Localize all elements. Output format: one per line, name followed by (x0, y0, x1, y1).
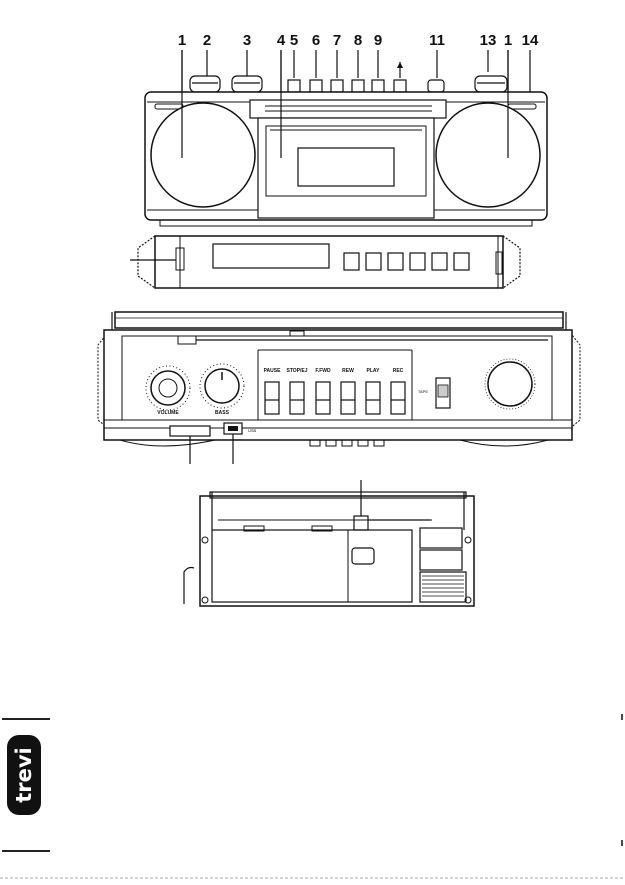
key-label-ffwd: F.FWD (315, 368, 331, 374)
callout-2: 2 (203, 32, 211, 49)
callout-10-arrow (397, 62, 403, 68)
callout-1b: 1 (504, 32, 512, 49)
bottom-feet (120, 440, 548, 446)
key-label-pause: PAUSE (264, 368, 282, 374)
callout-8: 8 (354, 32, 362, 49)
callout-13: 13 (480, 32, 497, 49)
callout-7: 7 (333, 32, 341, 49)
leader-back-cover (184, 568, 194, 605)
key-label-rew: REW (342, 368, 354, 374)
radio-back-view (200, 492, 474, 606)
key-label-stop-ej: STOP/EJ (286, 368, 307, 374)
callout-14: 14 (522, 32, 539, 49)
usb-label: USB (248, 428, 257, 433)
logo-text: trevi (12, 740, 36, 810)
top-keys (288, 80, 406, 92)
radio-top-panel (138, 236, 520, 288)
callout-9: 9 (374, 32, 382, 49)
brand-rule-top (2, 718, 50, 720)
top-knobs (190, 76, 507, 92)
right-speaker (436, 103, 540, 207)
callout-6: 6 (312, 32, 320, 49)
volume-label: VOLUME (157, 410, 179, 416)
callout-4: 4 (277, 32, 286, 49)
bass-label: BASS (215, 410, 230, 416)
key-label-play: PLAY (367, 368, 381, 374)
left-speaker (151, 103, 255, 207)
callout-3: 3 (243, 32, 251, 49)
key-label-rec: REC (393, 368, 404, 374)
trevi-logo: trevi (7, 735, 41, 815)
brand-rule-bottom (2, 850, 50, 852)
callout-5: 5 (290, 32, 298, 49)
callout-1: 1 (178, 32, 186, 49)
selector-tape-label: TAPE (418, 389, 428, 394)
callout-numbers: 1 2 3 4 5 6 7 8 9 11 13 1 14 (178, 32, 539, 49)
callout-11: 11 (429, 32, 445, 49)
